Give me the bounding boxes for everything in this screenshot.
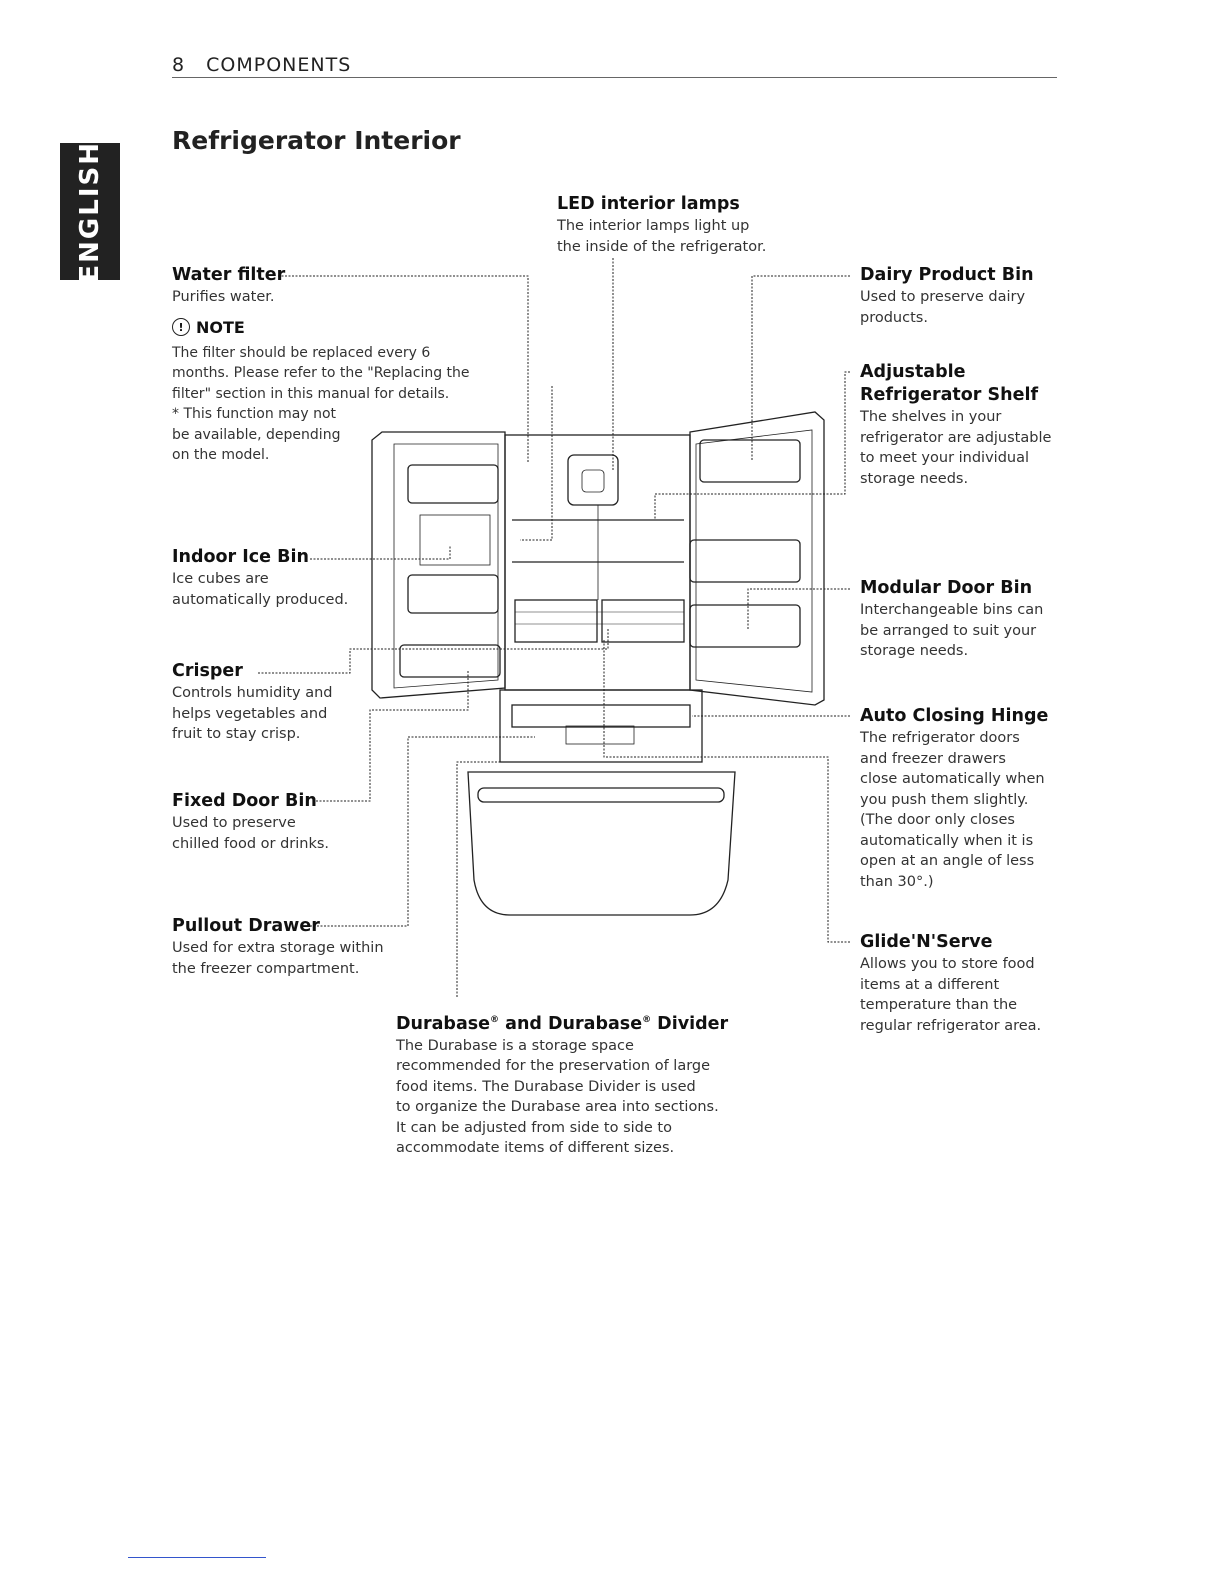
crisper-leader xyxy=(258,628,609,674)
header-rule xyxy=(172,77,1057,78)
auto-closing-hinge-label: Auto Closing Hinge xyxy=(860,706,1049,726)
modular-leader xyxy=(747,588,850,630)
water-filter-desc: Purifies water. xyxy=(172,289,275,305)
right-door-bin-mid xyxy=(689,539,801,583)
crisper-label: Crisper xyxy=(172,661,243,681)
ice-maker xyxy=(419,514,491,566)
callout-water-filter: Water filter Purifies water. ! NOTE The … xyxy=(172,264,502,466)
fixed-door-bin-label: Fixed Door Bin xyxy=(172,791,317,811)
glide-n-serve xyxy=(511,704,691,728)
callout-dairy-bin: Dairy Product Bin Used to preserve dairy… xyxy=(860,264,1060,328)
crisper-right xyxy=(601,599,685,643)
dairy-bin-label: Dairy Product Bin xyxy=(860,265,1034,285)
durabase-leader xyxy=(456,761,555,997)
shelf-leader xyxy=(654,371,850,520)
right-door xyxy=(689,411,825,706)
water-filter-label: Water filter xyxy=(172,265,286,285)
dairy-bin-desc: Used to preserve dairy products. xyxy=(860,289,1026,326)
crisper-desc: Controls humidity and helps vegetables a… xyxy=(172,685,333,742)
note-icon: ! xyxy=(172,318,190,336)
right-door-bin-top xyxy=(699,439,801,483)
glide-leader xyxy=(603,640,850,943)
callout-ice-bin: Indoor Ice Bin Ice cubes are automatical… xyxy=(172,546,372,610)
pullout-drawer-desc: Used for extra storage within the freeze… xyxy=(172,940,384,977)
page-number: 8 xyxy=(172,54,186,76)
fixed-bin-leader xyxy=(316,670,469,802)
glide-n-serve-label: Glide'N'Serve xyxy=(860,932,993,952)
left-door xyxy=(371,431,506,699)
leader-lines xyxy=(258,258,850,997)
section-name: COMPONENTS xyxy=(206,54,352,76)
page-title: Refrigerator Interior xyxy=(172,126,461,155)
callout-led-lamps: LED interior lamps The interior lamps li… xyxy=(557,193,817,257)
ice-bin-label: Indoor Ice Bin xyxy=(172,547,309,567)
crisper-left xyxy=(514,599,598,643)
drawer-handle xyxy=(477,787,725,803)
footer-rule xyxy=(128,1557,266,1558)
durabase-desc: The Durabase is a storage space recommen… xyxy=(396,1037,719,1157)
pullout-leader xyxy=(310,736,535,927)
callout-auto-closing-hinge: Auto Closing Hinge The refrigerator door… xyxy=(860,705,1070,892)
led-lamps-label: LED interior lamps xyxy=(557,194,740,214)
adjustable-shelf-desc: The shelves in your refrigerator are adj… xyxy=(860,409,1052,487)
durabase-label: Durabase® and Durabase® Divider xyxy=(396,1013,729,1034)
water-filter-leader xyxy=(278,275,529,462)
page-header: 8 COMPONENTS xyxy=(172,54,365,76)
callout-crisper: Crisper Controls humidity and helps vege… xyxy=(172,660,372,745)
modular-door-bin-label: Modular Door Bin xyxy=(860,578,1033,598)
callout-adjustable-shelf: Adjustable Refrigerator Shelf The shelve… xyxy=(860,361,1060,489)
left-door-bin-low xyxy=(399,644,501,678)
callout-durabase: Durabase® and Durabase® Divider The Dura… xyxy=(396,1009,736,1159)
refrigerator-illustration xyxy=(371,411,825,916)
fixed-door-bin-desc: Used to preserve chilled food or drinks. xyxy=(172,815,330,852)
ice-bin-leader xyxy=(310,545,451,560)
left-door-bin-top xyxy=(407,464,499,504)
right-door-bin-low xyxy=(689,604,801,648)
auto-closing-hinge-desc: The refrigerator doors and freezer drawe… xyxy=(860,730,1045,890)
freezer-drawer xyxy=(467,771,736,916)
glide-n-serve-desc: Allows you to store food items at a diff… xyxy=(860,956,1042,1034)
callout-fixed-door-bin: Fixed Door Bin Used to preserve chilled … xyxy=(172,790,372,854)
callout-glide-n-serve: Glide'N'Serve Allows you to store food i… xyxy=(860,931,1060,1036)
left-door-bin-mid xyxy=(407,574,499,614)
led-shelf-leader xyxy=(520,386,553,541)
note-text: The filter should be replaced every 6 mo… xyxy=(172,344,470,464)
note-title: NOTE xyxy=(196,317,245,337)
led-lamps-desc: The interior lamps light up the inside o… xyxy=(557,218,767,255)
dairy-leader xyxy=(751,275,850,460)
ice-bin-desc: Ice cubes are automatically produced. xyxy=(172,571,349,608)
note-heading: ! NOTE xyxy=(172,318,502,337)
adjustable-shelf-label: Adjustable Refrigerator Shelf xyxy=(860,362,1039,405)
freezer-compartment xyxy=(499,689,703,763)
callout-pullout-drawer: Pullout Drawer Used for extra storage wi… xyxy=(172,915,432,979)
led-panel xyxy=(567,454,619,506)
language-tab: ENGLISH xyxy=(60,141,120,282)
pullout-drawer-label: Pullout Drawer xyxy=(172,916,320,936)
callout-modular-door-bin: Modular Door Bin Interchangeable bins ca… xyxy=(860,577,1060,662)
modular-door-bin-desc: Interchangeable bins can be arranged to … xyxy=(860,602,1044,659)
